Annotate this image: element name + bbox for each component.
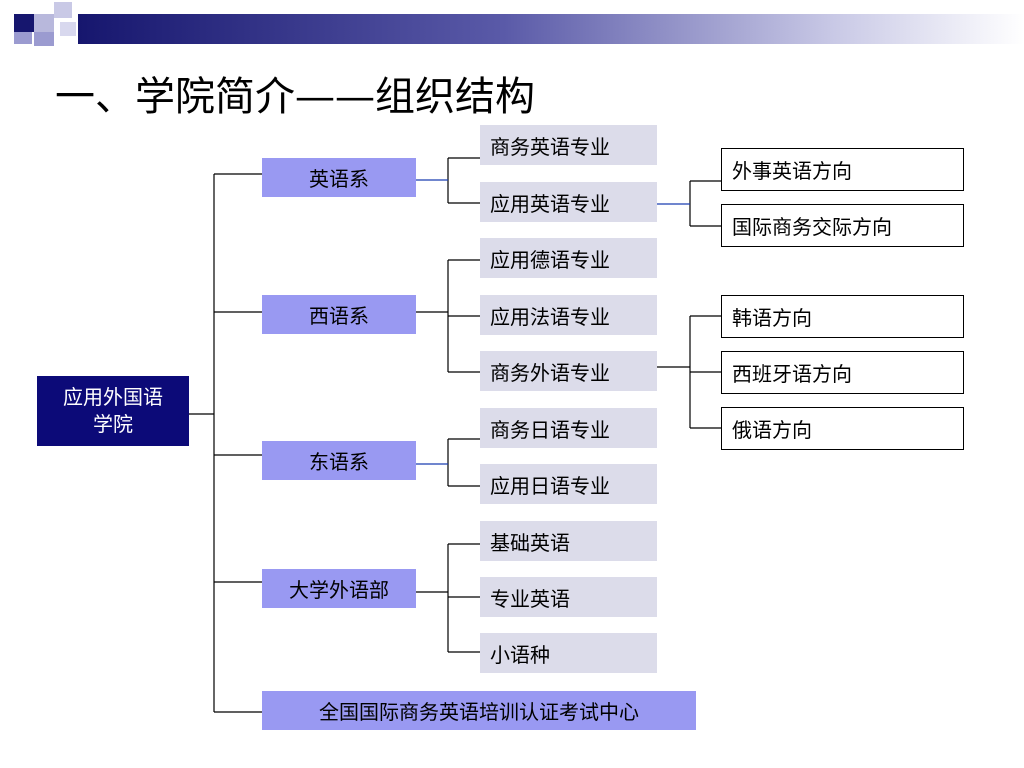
decor-square: [14, 14, 34, 32]
decor-square: [14, 32, 32, 44]
major-node-minor-languages: 小语种: [480, 633, 657, 673]
major-node-professional-english: 专业英语: [480, 577, 657, 617]
dept-node-western: 西语系: [262, 295, 416, 334]
page-title: 一、学院简介——组织结构: [55, 74, 535, 120]
major-node-business-english: 商务英语专业: [480, 125, 657, 165]
decor-square: [34, 14, 54, 32]
major-node-business-japanese: 商务日语专业: [480, 408, 657, 448]
decor-square: [60, 22, 76, 36]
major-node-applied-english: 应用英语专业: [480, 182, 657, 222]
dept-node-english: 英语系: [262, 158, 416, 197]
major-node-applied-french: 应用法语专业: [480, 295, 657, 335]
direction-node-intl-business: 国际商务交际方向: [721, 204, 964, 247]
direction-node-foreign-affairs: 外事英语方向: [721, 148, 964, 191]
direction-node-russian: 俄语方向: [721, 407, 964, 450]
root-node-college: 应用外国语 学院: [37, 376, 189, 446]
root-label-line2: 学院: [93, 412, 133, 436]
root-label-line1: 应用外国语: [63, 385, 163, 409]
major-node-applied-german: 应用德语专业: [480, 238, 657, 278]
decor-square: [34, 32, 54, 46]
dept-node-eastern: 东语系: [262, 441, 416, 480]
header-decor-bar: [78, 14, 1024, 44]
dept-node-training-center: 全国国际商务英语培训认证考试中心: [262, 691, 696, 730]
major-node-applied-japanese: 应用日语专业: [480, 464, 657, 504]
major-node-basic-english: 基础英语: [480, 521, 657, 561]
major-node-business-foreign: 商务外语专业: [480, 351, 657, 391]
direction-node-korean: 韩语方向: [721, 295, 964, 338]
dept-node-college-foreign: 大学外语部: [262, 569, 416, 608]
direction-node-spanish: 西班牙语方向: [721, 351, 964, 394]
decor-square: [54, 2, 72, 18]
